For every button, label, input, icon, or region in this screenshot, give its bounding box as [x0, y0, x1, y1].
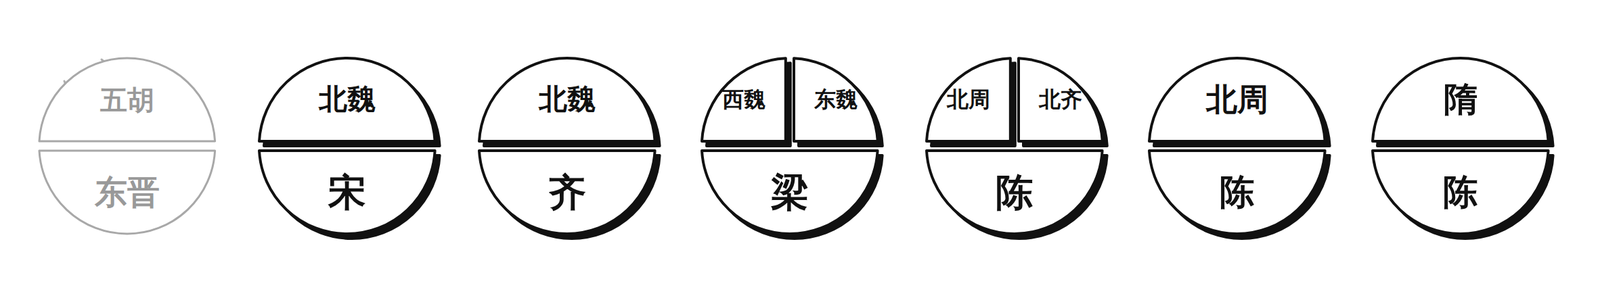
piece-shape — [39, 150, 216, 235]
piece-shape — [1372, 58, 1549, 142]
coin-piece: 五胡 — [39, 58, 216, 142]
dynasty-name: 西魏 — [722, 87, 766, 112]
coin-piece: 北魏 — [479, 58, 656, 142]
dynasty-name: 陈 — [995, 171, 1034, 214]
coin-piece: 北周 — [1149, 58, 1326, 142]
coin-piece: 陈 — [926, 150, 1103, 235]
piece-shape — [793, 58, 878, 142]
piece-shape — [39, 58, 216, 142]
dynasty-name: 北周 — [946, 87, 991, 112]
coin-piece: 宋 — [259, 150, 436, 235]
piece-shape — [701, 150, 878, 235]
coin-piece: 齐 — [479, 150, 656, 235]
coin-piece: 陈 — [1149, 150, 1326, 235]
coin-piece: 北魏 — [259, 58, 436, 142]
piece-shape — [479, 58, 656, 142]
piece-shape — [259, 58, 436, 142]
coin-piece: 东魏 — [793, 58, 878, 142]
dynasty-name: 东魏 — [814, 87, 858, 112]
dynasty-name: 东晋 — [94, 174, 160, 211]
dynasty-name: 北魏 — [318, 83, 376, 116]
piece-shape — [259, 150, 436, 235]
piece-shape — [701, 58, 786, 142]
coin-piece: 隋 — [1372, 58, 1549, 142]
dynasty-name: 北魏 — [538, 83, 596, 116]
coin-piece: 陈 — [1372, 150, 1549, 235]
coin-piece: 东晋 — [39, 150, 216, 235]
piece-shape — [926, 150, 1103, 235]
piece-shape — [1149, 150, 1326, 235]
piece-shape — [479, 150, 656, 235]
piece-shape — [1018, 58, 1103, 142]
piece-shape — [926, 58, 1011, 142]
dynasty-name: 陈 — [1442, 173, 1479, 212]
dynasty-name: 宋 — [328, 171, 367, 214]
dynasty-name: 隋 — [1443, 81, 1478, 119]
piece-shape — [1372, 150, 1549, 235]
dynasty-name: 陈 — [1219, 173, 1255, 212]
dynasty-name: 北齐 — [1038, 87, 1083, 112]
dynasty-name: 齐 — [548, 171, 587, 214]
piece-shape — [1149, 58, 1326, 142]
dynasty-name: 北周 — [1206, 82, 1269, 118]
coin-piece: 北周 — [926, 58, 1011, 142]
coin-piece: 西魏 — [701, 58, 786, 142]
dynasty-name: 五胡 — [100, 85, 155, 116]
dynasty-name: 梁 — [770, 171, 809, 214]
coin-piece: 梁 — [701, 150, 878, 235]
coin-piece: 北齐 — [1018, 58, 1103, 142]
